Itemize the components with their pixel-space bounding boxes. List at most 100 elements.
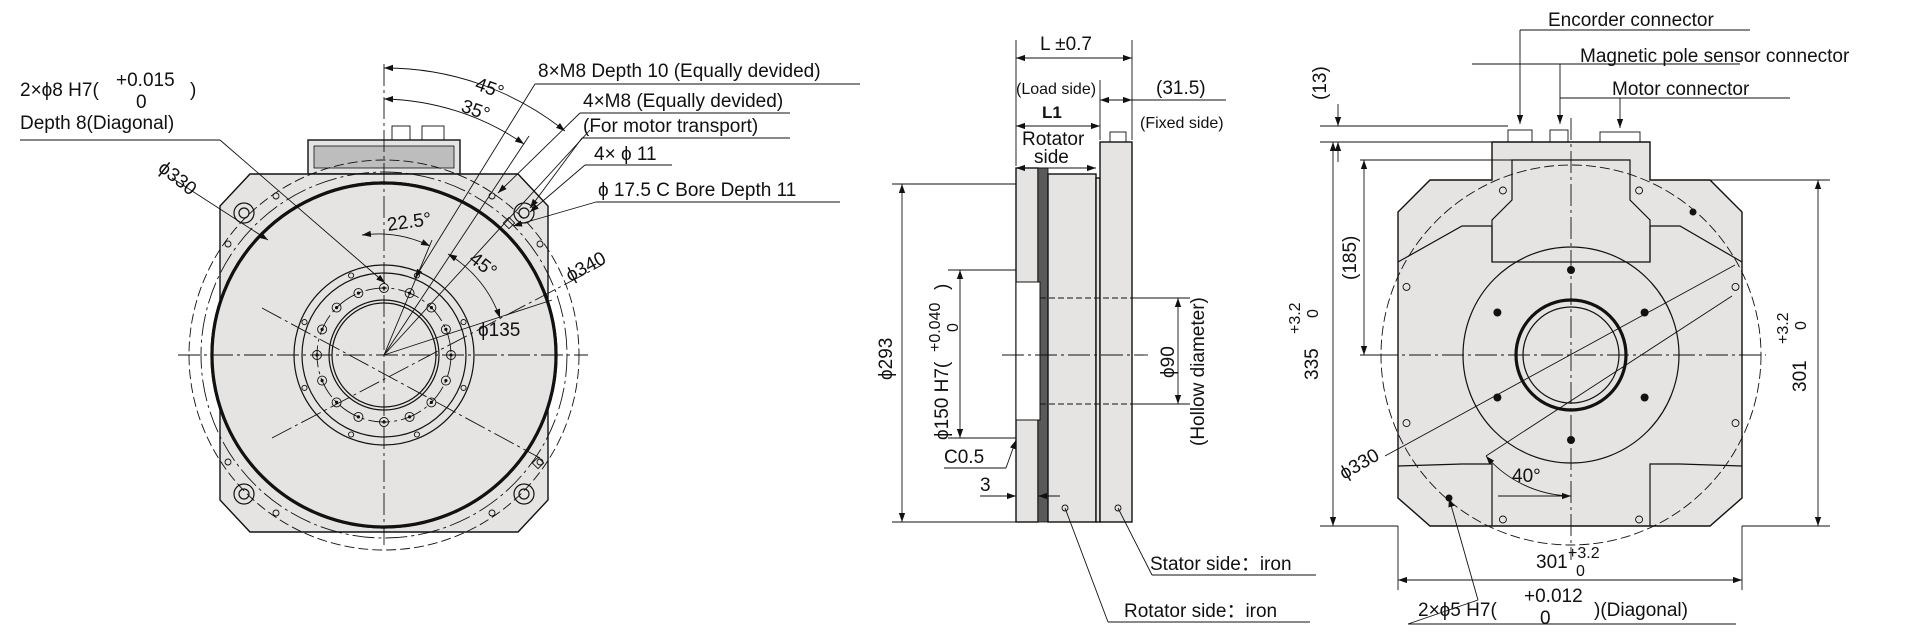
side-fixed-flange (1099, 141, 1133, 523)
hub-hole (440, 375, 451, 386)
rear-encoder-label: Encorder connector (1548, 10, 1714, 31)
front-angle-45-outer: 45° (472, 74, 506, 104)
rear-dim-335-lower: 0 (1305, 309, 1322, 318)
front-dia-340: ϕ340 (562, 248, 609, 286)
rear-dowel-label: 2×ϕ5 H7( (1418, 600, 1497, 621)
rear-dowel-hole (1689, 208, 1697, 216)
front-tap-m8-10: 8×M8 Depth 10 (Equally devided) (538, 61, 821, 82)
rear-dim-301-v-upper: +3.2 (1775, 312, 1792, 344)
hub-hole-center (356, 291, 360, 295)
rear-tap-hole (1493, 308, 1502, 317)
hub-hole (331, 397, 342, 408)
hub-tap-hole (348, 272, 355, 279)
front-tap-m8-4-note: (For motor transport) (583, 116, 758, 137)
side-dia-90: ϕ90 (1158, 346, 1179, 378)
rear-dowel-tol-close: )(Diagonal) (1594, 600, 1688, 621)
rear-outer-hole (1402, 419, 1411, 428)
hub-hole (317, 324, 328, 335)
rear-dim-301-h: 301 (1536, 552, 1568, 573)
rear-dim-301-v: 301 (1790, 360, 1811, 392)
rear-motor-connector (1599, 131, 1641, 143)
hub-hole (379, 417, 389, 427)
side-dia-150-tol-upper: +0.040 (927, 303, 944, 352)
hub-hole (353, 411, 364, 422)
side-rotator-side-1: Rotator (1022, 129, 1085, 150)
rear-dim-301-h-upper: +3.2 (1568, 545, 1600, 562)
hub-tap-hole (301, 319, 308, 326)
front-dowel-label: 2×ϕ8 H7( (20, 80, 99, 101)
rear-encoder-connector (1507, 129, 1533, 143)
hub-hole-center (320, 379, 324, 383)
front-dia-330: ϕ330 (154, 157, 200, 200)
rear-outer-hole (1731, 419, 1740, 428)
rear-dim-13: (13) (1310, 66, 1331, 100)
front-connector-b (421, 125, 445, 141)
hub-tap-hole (301, 384, 308, 391)
front-dia-135: ϕ135 (478, 320, 520, 341)
rear-dia-330: ϕ330 (1336, 445, 1383, 484)
side-dimensions (892, 40, 1316, 623)
rear-outer-hole (1635, 186, 1644, 195)
rear-tap-hole (1640, 308, 1649, 317)
rear-outer-hole (1635, 515, 1644, 524)
side-rotator-iron: Rotator side：iron (1124, 601, 1277, 622)
hub-tap-hole (460, 319, 467, 326)
hub-hole (404, 411, 415, 422)
hub-tap-hole (413, 431, 420, 438)
hub-hole (331, 302, 342, 313)
rear-motor-label: Motor connector (1612, 79, 1750, 100)
front-tap-m8-4: 4×M8 (Equally devided) (583, 91, 783, 112)
side-load-side: (Load side) (1016, 81, 1096, 98)
side-l1: L1 (1042, 103, 1062, 122)
rear-housing-body (1397, 141, 1743, 527)
side-hollow: (Hollow diameter) (1188, 297, 1209, 446)
rear-dim-335-upper: +3.2 (1287, 302, 1304, 334)
side-dia-150-tol-close: ) (932, 284, 953, 290)
rear-tap-hole (1567, 436, 1575, 444)
side-stator-iron: Stator side：iron (1150, 554, 1292, 575)
side-dia-150-tol-lower: 0 (945, 323, 962, 332)
hub-hole-center (444, 379, 448, 383)
front-connector-a (391, 125, 411, 141)
side-length: L ±0.7 (1040, 34, 1092, 55)
front-view: 2×ϕ8 H7( +0.015 0 ) Depth 8(Diagonal) 8×… (20, 61, 860, 551)
side-dia-150: ϕ150 H7( (932, 361, 953, 440)
hub-hole (317, 375, 328, 386)
hub-hole (404, 288, 415, 299)
hub-hole-center (356, 415, 360, 419)
rear-view: Encorder connector Magnetic pole sensor … (1287, 10, 1850, 629)
front-dowel-tol-lower: 0 (136, 92, 147, 113)
rear-outer-hole (1498, 515, 1507, 524)
rear-dim-301-v-lower: 0 (1793, 321, 1810, 330)
side-chamfer: C0.5 (944, 447, 984, 468)
hub-hole-center (444, 327, 448, 331)
rear-outer-hole (1731, 282, 1740, 291)
hub-tap-hole (348, 431, 355, 438)
front-cbore: ϕ 17.5 C Bore Depth 11 (598, 180, 796, 201)
rear-dowel-tol-lower: 0 (1540, 608, 1551, 629)
rear-dowel-tol-upper: +0.012 (1524, 586, 1583, 607)
hub-hole-center (429, 400, 433, 404)
rear-dim-301-h-lower: 0 (1576, 563, 1585, 580)
rear-magnetic-connector (1549, 129, 1569, 143)
rear-dim-335: 335 (1302, 348, 1323, 380)
side-dim-3: 3 (980, 475, 991, 496)
side-stator-body (1047, 173, 1097, 523)
front-dowel-tol-upper: +0.015 (116, 70, 175, 91)
front-leaders (20, 83, 860, 284)
rear-outer-hole (1498, 186, 1507, 195)
side-dia-293: ϕ293 (876, 338, 897, 380)
hub-hole (353, 288, 364, 299)
rear-outer-hole (1402, 282, 1411, 291)
hub-hole-center (335, 400, 339, 404)
hub-tap-hole (460, 384, 467, 391)
front-angle-35: 35° (458, 96, 492, 126)
side-rotator-side-2: side (1034, 147, 1069, 168)
front-angle-arcs (361, 64, 591, 356)
side-view: L ±0.7 (Load side) L1 (31.5) (Fixed side… (876, 34, 1316, 623)
hub-hole (426, 397, 437, 408)
rear-dim-185: (185) (1340, 236, 1361, 280)
side-fixed-side: (Fixed side) (1140, 115, 1224, 132)
hub-hole-center (429, 306, 433, 310)
